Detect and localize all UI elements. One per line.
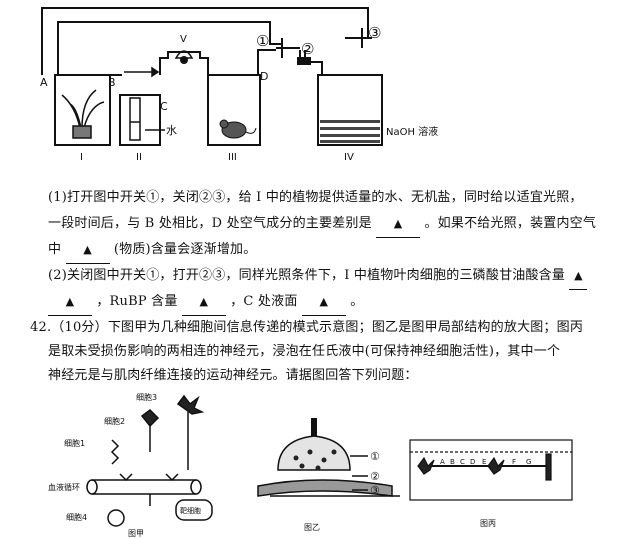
label-naoh: NaOH 溶液: [386, 125, 438, 138]
q1-line2-text-b: 。如果不给光照，装置内空气: [424, 216, 597, 231]
container-2-label: II: [136, 152, 142, 163]
bing-letter-C: C: [460, 458, 465, 466]
mouse-icon: [219, 119, 257, 139]
q1-line3-text-b: (物质)含量会逐渐增加。: [113, 242, 257, 257]
jia-blood-label: 血液循环: [48, 482, 80, 492]
q42-line2-text: 是取未受损伤影响的两相连的神经元，浸泡在任氏液中(可保持神经细胞活性)，其中一个: [48, 344, 561, 359]
container-3-label: III: [228, 152, 237, 163]
q2-line2-text-b: ，C 处液面: [230, 294, 298, 309]
q2-line1-text: (2)关闭图中开关①，打开②③，同样光照条件下，I 中植物叶肉细胞的三磷酸甘油酸…: [48, 268, 566, 283]
q42-line1-text: 42.（10分）下图甲为几种细胞间信息传递的模式示意图；图乙是图甲局部结构的放大…: [30, 320, 584, 335]
q42-line1: 42.（10分）下图甲为几种细胞间信息传递的模式示意图；图乙是图甲局部结构的放大…: [30, 315, 583, 341]
jia-cell4-label: 细胞4: [66, 512, 87, 522]
q1-line3: 中 (物质)含量会逐渐增加。: [48, 237, 256, 264]
label-D: D: [260, 70, 268, 83]
bing-letter-E: E: [482, 458, 486, 466]
yi-caption: 图乙: [304, 523, 320, 532]
q2-line2: ，RuBP 含量 ，C 处液面 。: [48, 289, 363, 316]
q1-line1: (1)打开图中开关①，关闭②③，给 I 中的植物提供适量的水、无机盐，同时给以适…: [48, 185, 583, 211]
jia-target-label: 靶细胞: [180, 506, 201, 515]
answer-blank[interactable]: [569, 263, 588, 290]
label-A: A: [40, 76, 48, 89]
q1-line2: 一段时间后，与 B 处相比，D 处空气成分的主要差别是 。如果不给光照，装置内空…: [48, 211, 596, 238]
figures-row: 细胞3 细胞2 细胞1 血液循环 靶细胞 细胞4 图甲 ① ② ③ 图乙 A B…: [48, 392, 573, 538]
plant-icon: [61, 89, 105, 139]
yi-label-1: ①: [370, 450, 380, 463]
figure-bing: [409, 439, 573, 501]
bing-letter-F: F: [512, 458, 516, 466]
answer-blank[interactable]: [181, 289, 226, 316]
label-C: C: [160, 100, 168, 113]
switch-2-label: ②: [301, 40, 314, 58]
label-B: B: [108, 76, 116, 89]
answer-blank[interactable]: [376, 211, 421, 238]
bing-letter-D: D: [470, 458, 475, 466]
container-2: [119, 94, 161, 146]
container-4-label: IV: [344, 152, 354, 163]
q1-line1-text: (1)打开图中开关①，关闭②③，给 I 中的植物提供适量的水、无机盐，同时给以适…: [48, 190, 583, 205]
q1-line2-text-a: 一段时间后，与 B 处相比，D 处空气成分的主要差别是: [48, 216, 372, 231]
figure-yi: [257, 418, 400, 497]
q42-line2: 是取未受损伤影响的两相连的神经元，浸泡在任氏液中(可保持神经细胞活性)，其中一个: [48, 339, 560, 365]
switch-1-label: ①: [256, 32, 269, 50]
switch-3-label: ③: [368, 24, 381, 42]
label-V: V: [180, 34, 187, 45]
jia-cell2-label: 细胞2: [104, 416, 125, 426]
q2-line2-text-c: 。: [350, 294, 364, 309]
answer-blank[interactable]: [65, 237, 110, 264]
q2-line1: (2)关闭图中开关①，打开②③，同样光照条件下，I 中植物叶肉细胞的三磷酸甘油酸…: [48, 263, 588, 290]
q42-line3: 神经元是与肌肉纤维连接的运动神经元。请据图回答下列问题：: [48, 363, 418, 389]
figure-jia: [86, 394, 213, 527]
container-3: [207, 74, 261, 146]
yi-label-3: ③: [370, 484, 380, 497]
label-water: 水: [166, 124, 177, 137]
bing-caption: 图丙: [480, 519, 496, 528]
jia-cell1-label: 细胞1: [64, 438, 85, 448]
bing-letter-A: A: [440, 458, 445, 466]
answer-blank[interactable]: [301, 289, 346, 316]
apparatus-diagram: A B C D V 水 NaOH 溶液 ① ② ③ I II III IV: [40, 7, 438, 163]
q1-line3-text-a: 中: [48, 242, 62, 257]
answer-blank[interactable]: [48, 289, 92, 316]
q42-line3-text: 神经元是与肌肉纤维连接的运动神经元。请据图回答下列问题：: [48, 368, 418, 383]
jia-cell3-label: 细胞3: [136, 392, 157, 402]
bing-letter-B: B: [450, 458, 455, 466]
container-1: [54, 74, 111, 146]
q2-line2-text-a: ，RuBP 含量: [96, 294, 178, 309]
container-4: [317, 74, 383, 146]
container-1-label: I: [80, 152, 83, 163]
jia-caption: 图甲: [128, 529, 144, 538]
bing-letter-G: G: [526, 458, 531, 466]
yi-label-2: ②: [370, 470, 380, 483]
